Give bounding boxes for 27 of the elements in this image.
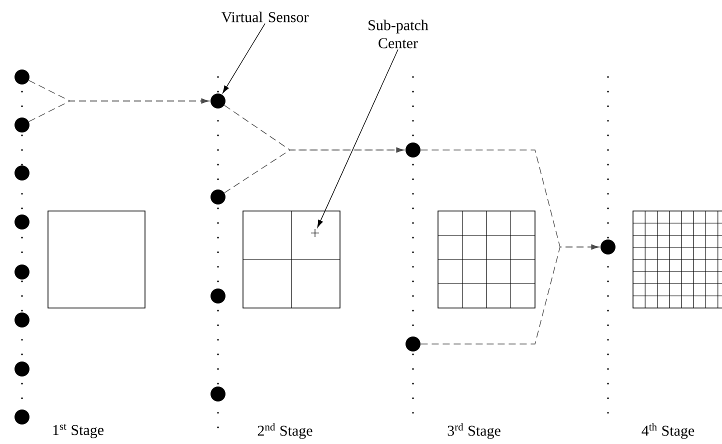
stage-label: 1$^{st}$ Stage: [53, 424, 104, 438]
leader-line: [222, 23, 266, 94]
stage-label: 3$^{rd}$ Stage: [448, 423, 500, 439]
stage-label: 2$^{nd}$ Stage: [258, 423, 312, 439]
sensor-dot: [210, 94, 226, 108]
sensor-dot: [210, 288, 226, 304]
callout-label: Sub-patch Center: [368, 20, 428, 48]
callout-label: Virtual Sensor: [221, 12, 309, 22]
sensor-dot: [600, 240, 616, 254]
arrow: [224, 147, 404, 194]
leader-line: [317, 49, 398, 228]
arrow: [420, 244, 599, 344]
sensor-dot: [14, 312, 30, 328]
cross-mark: [311, 229, 319, 237]
sensor-dot: [210, 190, 226, 204]
sensor-dot: [14, 362, 30, 376]
sensor-dot: [210, 386, 226, 402]
sensor-dot: [14, 166, 30, 180]
sensor-dot: [14, 118, 30, 132]
sensor-dot: [406, 336, 420, 352]
sensor-dot: [14, 264, 30, 280]
sensor-dot: [406, 142, 420, 158]
stage-label: 4$^{th}$ Stage: [642, 423, 694, 439]
sensor-dot: [14, 410, 30, 424]
sensor-dot: [14, 70, 30, 84]
sensor-dot: [14, 214, 30, 230]
arrow: [28, 98, 209, 122]
